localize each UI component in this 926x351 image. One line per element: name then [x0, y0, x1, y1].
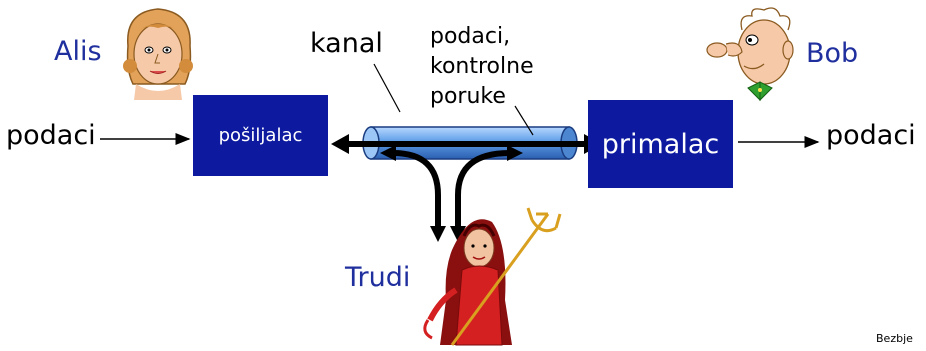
bob-avatar-icon	[706, 7, 794, 102]
intercept-arrowheads	[380, 145, 523, 242]
trudy-name-label: Trudi	[345, 262, 411, 293]
footer-text: Bezbje	[876, 332, 913, 345]
message-label-line2: kontrolne	[430, 54, 534, 79]
message-leader-line	[514, 105, 534, 136]
message-label-line3: poruke	[430, 84, 506, 109]
channel-label: kanal	[310, 28, 383, 59]
sender-label: pošiljalac	[218, 125, 303, 146]
channel-leader-line	[373, 63, 401, 113]
data-in-label: podaci	[6, 120, 96, 151]
receiver-box: primalac	[588, 100, 733, 188]
message-label-line1: podaci,	[430, 24, 511, 49]
alice-avatar-icon	[123, 8, 193, 100]
receiver-label: primalac	[601, 128, 720, 160]
trudy-avatar-icon	[423, 207, 562, 346]
sender-box: pošiljalac	[193, 95, 328, 176]
intercept-arrows	[392, 150, 511, 228]
bob-name-label: Bob	[806, 38, 859, 69]
message-label: podaci, kontrolne poruke	[430, 22, 534, 112]
alice-name-label: Alis	[54, 36, 102, 67]
data-out-label: podaci	[826, 120, 916, 151]
